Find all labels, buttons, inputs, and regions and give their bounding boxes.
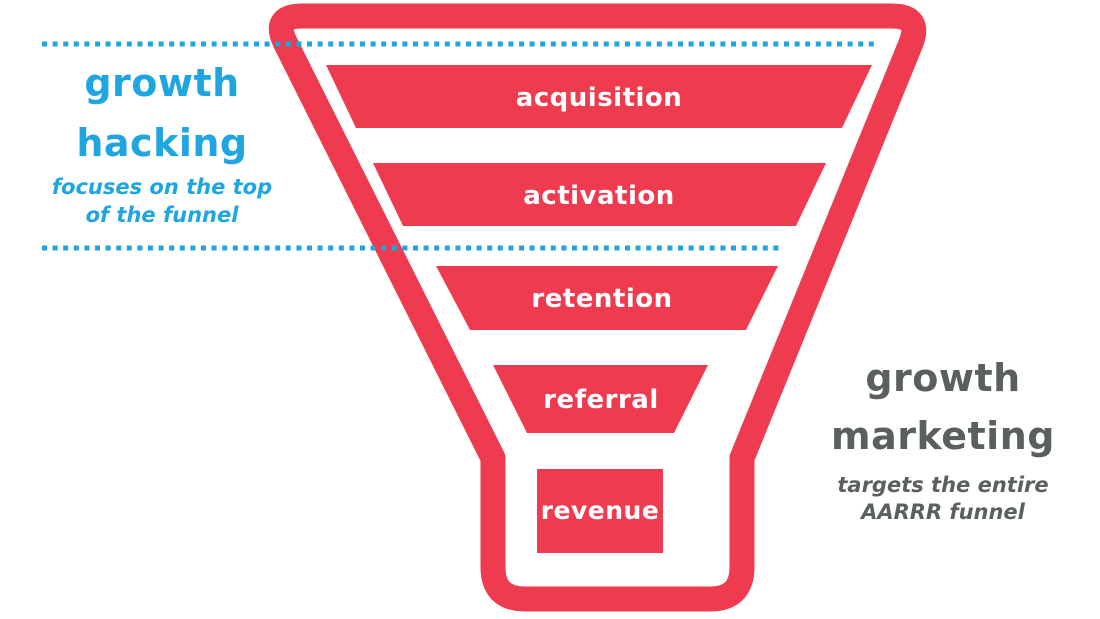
growth-hacking-subtitle-line1: focuses on the top	[51, 175, 273, 199]
stage-label-referral: referral	[543, 385, 659, 415]
growth-hacking-subtitle-line2: of the funnel	[85, 203, 239, 227]
growth-hacking-subtitle: focuses on the top of the funnel	[22, 173, 302, 229]
growth-marketing-subtitle: targets the entire AARRR funnel	[803, 472, 1083, 526]
stage-label-activation: activation	[523, 181, 675, 211]
stage-label-acquisition: acquisition	[516, 83, 683, 113]
growth-marketing-title-line1: growth	[865, 356, 1021, 400]
stage-bar-referral	[493, 365, 708, 433]
stage-bar-revenue	[537, 469, 663, 553]
growth-marketing-subtitle-line2: AARRR funnel	[861, 500, 1025, 524]
growth-hacking-title-line2: hacking	[76, 121, 248, 165]
stage-bar-retention	[436, 266, 778, 330]
growth-marketing-annotation: growth marketing targets the entire AARR…	[803, 349, 1083, 526]
stage-bar-acquisition	[326, 65, 872, 128]
stage-bar-activation	[373, 163, 826, 226]
stage-label-retention: retention	[531, 284, 672, 314]
growth-hacking-title-line1: growth	[84, 61, 240, 105]
growth-marketing-subtitle-line1: targets the entire	[837, 473, 1049, 497]
funnel-outline	[268, 3, 927, 612]
stage-label-revenue: revenue	[541, 496, 660, 525]
growth-hacking-title: growth hacking	[22, 53, 302, 173]
growth-marketing-title: growth marketing	[803, 349, 1083, 465]
growth-marketing-title-line2: marketing	[831, 414, 1055, 458]
growth-hacking-annotation: growth hacking focuses on the top of the…	[22, 53, 302, 229]
